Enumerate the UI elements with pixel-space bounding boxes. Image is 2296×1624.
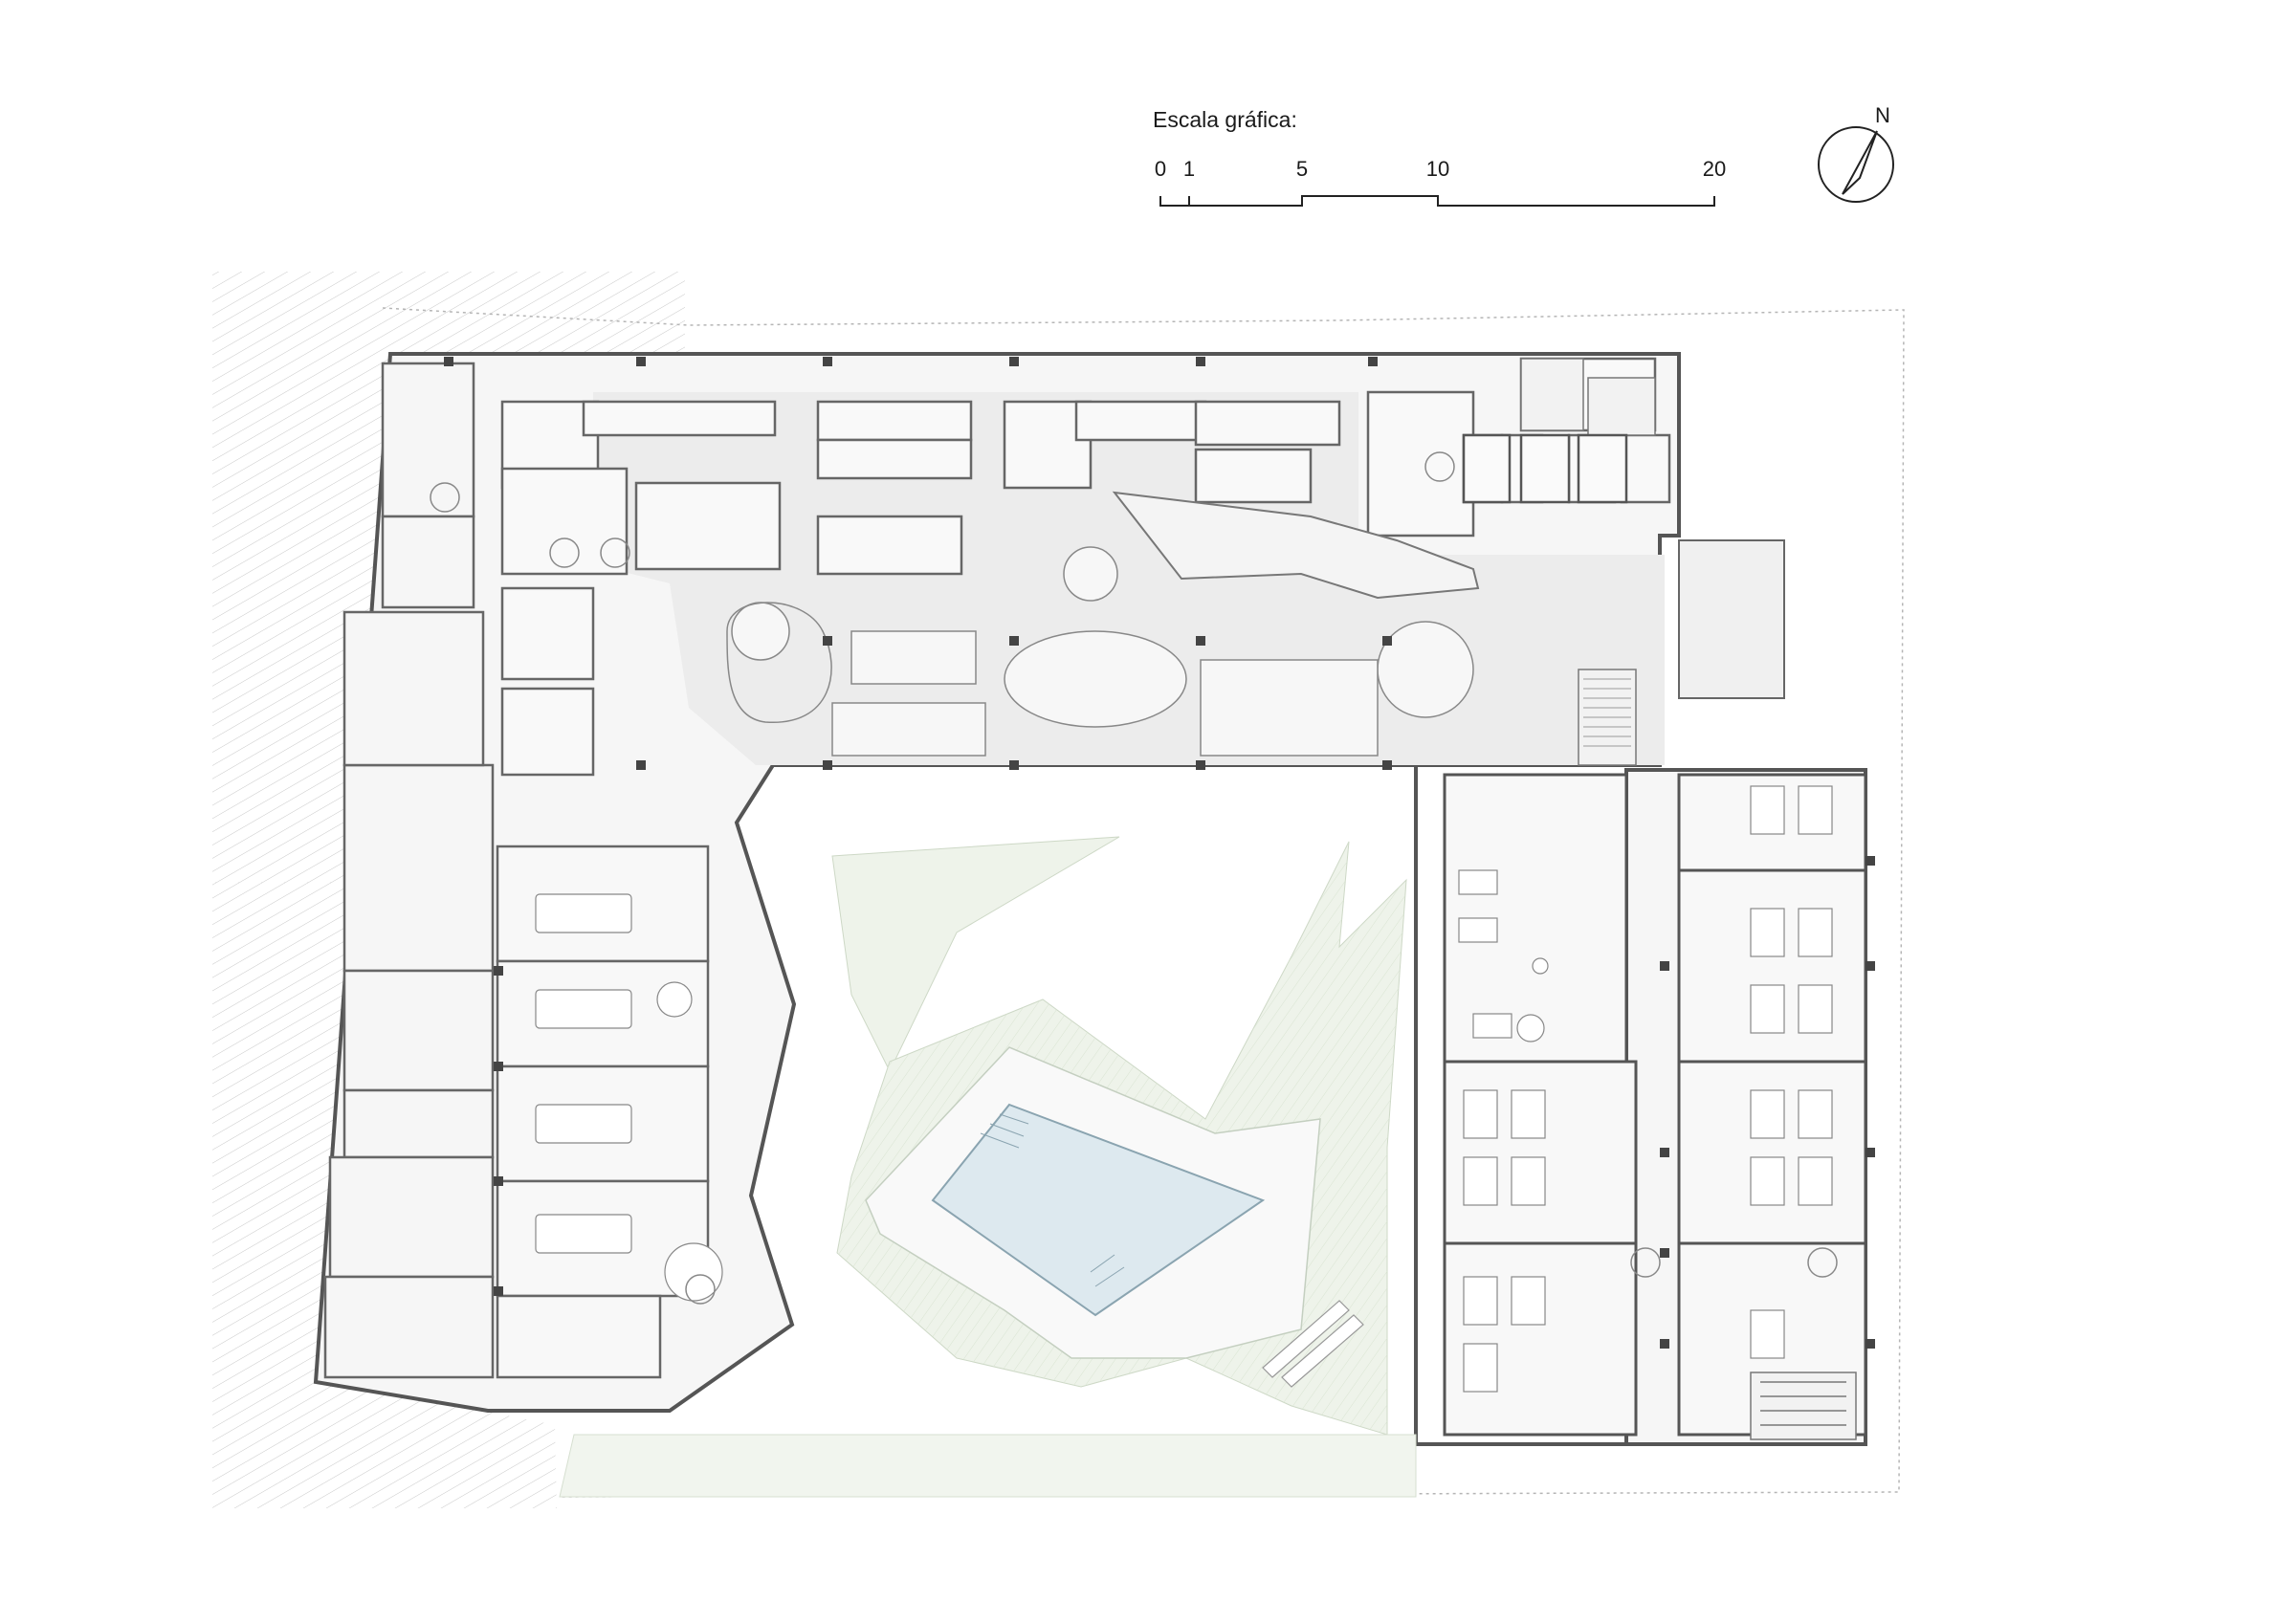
scale-bar <box>1159 195 1715 207</box>
north-label: N <box>1875 103 1890 127</box>
wheelchair-icons <box>430 451 1838 1305</box>
scale-bar-title: Escala gráfica: <box>1153 107 1297 132</box>
east-annex <box>1678 539 1785 699</box>
scale-tick-5: 5 <box>1295 157 1309 181</box>
scale-tick-0: 0 <box>1154 157 1167 181</box>
structural-columns <box>444 357 1875 1349</box>
scale-tick-1: 1 <box>1182 157 1196 181</box>
bar-counter <box>1112 491 1480 600</box>
west-wing-tables <box>535 893 723 1302</box>
elevator-core <box>1462 433 1628 504</box>
swimming-pool <box>931 1103 1266 1317</box>
site-boundary <box>382 307 1905 1498</box>
pool-steps <box>980 1113 1125 1287</box>
east-wing-beds <box>1463 785 1833 1393</box>
lounge-furniture <box>726 546 1474 757</box>
sun-loungers <box>1262 1300 1364 1388</box>
scale-tick-10: 10 <box>1425 157 1450 181</box>
north-arrow-icon <box>1818 126 1894 203</box>
stair-treads <box>1583 678 1631 747</box>
gym-equipment <box>1458 869 1549 1042</box>
site-terrain-hatch <box>212 272 685 1508</box>
west-wing-rooms <box>496 845 710 1379</box>
scale-tick-20: 20 <box>1702 157 1727 181</box>
stairs-south-east <box>1750 1372 1857 1440</box>
